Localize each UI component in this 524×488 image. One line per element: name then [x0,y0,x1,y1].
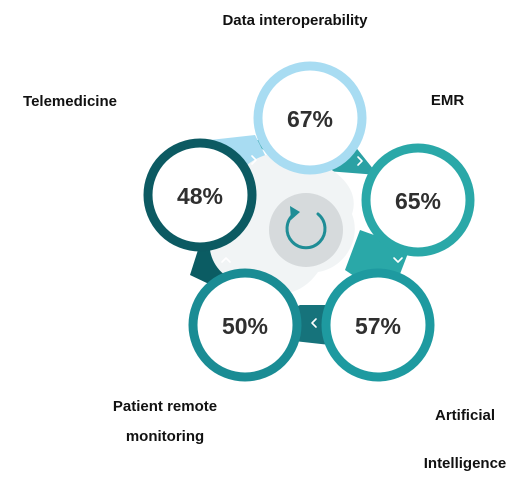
chevron-icon-right [393,257,403,263]
value-patient-remote-monitoring: 50% [222,313,268,339]
chevron-icon-left [221,257,231,263]
node-artificial-intelligence: 57% [321,268,435,382]
chevron-icon-top-left [251,155,257,165]
value-emr: 65% [395,188,441,214]
label-patient-remote-monitoring: Patient remote monitoring [85,392,245,452]
cycle-diagram: 67% 65% 57% 50% 48% [143,61,475,382]
node-telemedicine: 48% [143,138,257,252]
center-circle [269,193,343,267]
value-artificial-intelligence: 57% [355,313,401,339]
value-data-interoperability: 67% [287,106,333,132]
refresh-cycle-icon [285,206,327,250]
label-data-interoperability: Data interoperability [222,12,368,29]
node-patient-remote-monitoring: 50% [188,268,302,382]
node-emr: 65% [361,143,475,257]
chevron-icon-bottom [311,318,317,328]
label-emr: EMR [430,92,465,109]
value-telemedicine: 48% [177,183,223,209]
node-data-interoperability: 67% [253,61,367,175]
label-telemedicine: Telemedicine [23,93,117,110]
chevron-icon-top-right [357,156,363,166]
label-patient-remote-monitoring-text: Patient remote monitoring [112,398,218,445]
